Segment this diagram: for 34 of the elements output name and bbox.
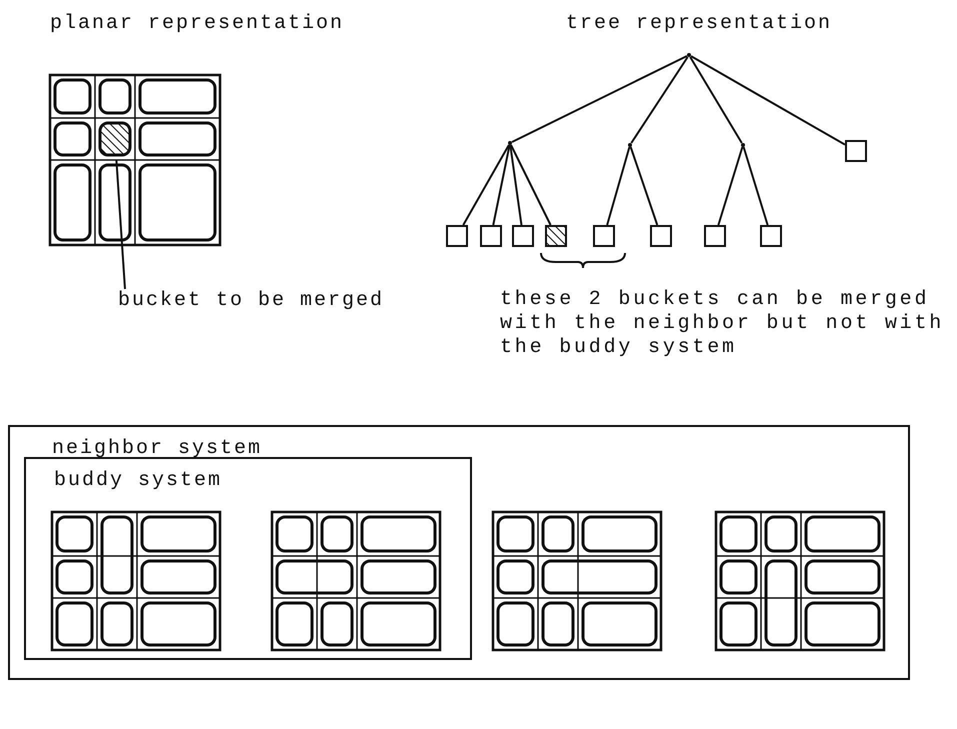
bucket-box bbox=[704, 225, 726, 247]
tree-branch-line bbox=[462, 144, 510, 226]
tree-branch-line bbox=[689, 56, 743, 144]
bucket-box bbox=[650, 225, 672, 247]
bucket-box bbox=[480, 225, 502, 247]
tree-branch-line bbox=[512, 55, 688, 143]
system-frame bbox=[8, 425, 910, 680]
frame-title: neighbor system bbox=[52, 437, 262, 461]
bucket-box bbox=[760, 225, 782, 247]
bucket-box bbox=[593, 225, 615, 247]
drawing-heading: planar representation bbox=[50, 12, 344, 36]
tree-branch-line bbox=[492, 144, 511, 226]
tree-junction-point bbox=[741, 143, 745, 147]
hatched-bucket-box bbox=[545, 225, 567, 247]
tree-branch-line bbox=[630, 146, 658, 226]
tree-branch-line bbox=[742, 146, 769, 226]
tree-branch-line bbox=[690, 55, 846, 146]
frame-title: buddy system bbox=[54, 469, 222, 493]
bucket-box bbox=[446, 225, 468, 247]
tree-branch-line bbox=[630, 56, 689, 144]
annotation-text: bucket to be merged bbox=[118, 288, 380, 314]
tree-branch-line bbox=[717, 146, 744, 226]
tree-branch-line bbox=[606, 146, 630, 226]
tree-branch-line bbox=[509, 144, 522, 226]
tree-junction-point bbox=[687, 53, 691, 57]
tree-junction-point bbox=[628, 143, 632, 147]
bucket-box bbox=[512, 225, 534, 247]
system-frame bbox=[24, 457, 472, 660]
tree-branch-line bbox=[510, 144, 552, 226]
tree-junction-point bbox=[508, 141, 512, 145]
bucket-box bbox=[845, 140, 867, 162]
leader-line bbox=[115, 160, 126, 290]
annotation-text: these 2 buckets can be merged with the neighbor but not with the buddy system bbox=[500, 288, 946, 360]
drawing-heading: tree representation bbox=[566, 12, 832, 36]
